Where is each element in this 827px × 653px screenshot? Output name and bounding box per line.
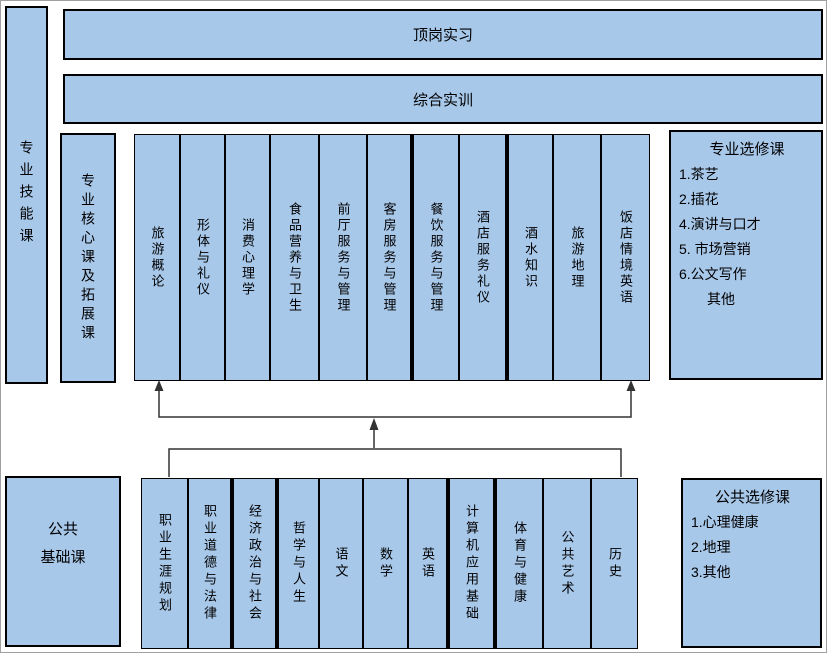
lower-course-column: 体育与健康 [496, 478, 543, 649]
professional-skills-course-label: 专业技能课 [18, 140, 35, 250]
lower-course-column: 公共艺术 [543, 478, 591, 649]
elective-item: 3.其他 [691, 564, 731, 580]
comprehensive-training-label: 综合实训 [412, 91, 473, 109]
upper-course-column: 客房服务与管理 [367, 134, 413, 381]
lower-course-column: 语文 [319, 478, 363, 649]
lower-bracket-line [168, 448, 622, 477]
public-electives-title: 公共选修课 [714, 489, 790, 506]
upper-bracket-line [158, 389, 632, 418]
professional-course-columns: 旅游概论 形体与礼仪 消费心理学 食品营养与卫生 前厅服务与管理 客房服务与管理… [134, 134, 650, 381]
internship-label: 顶岗实习 [412, 27, 473, 44]
elective-item: 1.茶艺 [679, 166, 719, 182]
elective-item: 5. 市场营销 [679, 241, 751, 257]
upper-course-column: 形体与礼仪 [180, 134, 225, 381]
arrow-up-icon [154, 380, 164, 391]
arrow-up-icon [369, 418, 379, 430]
upper-course-column: 前厅服务与管理 [319, 134, 367, 381]
lower-course-column: 经济政治与社会 [233, 478, 278, 649]
lower-course-column: 数学 [363, 478, 408, 649]
public-base-course-label-line1: 公共 [47, 521, 78, 538]
elective-item: 6.公文写作 [679, 266, 747, 282]
lower-course-column: 职业道德与法律 [188, 478, 233, 649]
core-and-extension-course-bar: 专业核心课及拓展课 [60, 133, 116, 383]
public-base-course-box: 公共 基础课 [5, 476, 121, 647]
elective-item: 4.演讲与口才 [679, 216, 761, 232]
upper-course-column: 饭店情境英语 [601, 134, 650, 381]
professional-electives-panel: 专业选修课 1.茶艺 2.插花 4.演讲与口才 5. 市场营销 6.公文写作 其… [669, 130, 823, 380]
lower-course-column: 职业生涯规划 [141, 478, 188, 649]
internship-bar: 顶岗实习 [63, 9, 823, 60]
elective-item: 其他 [679, 291, 735, 307]
elective-item: 1.心理健康 [691, 514, 759, 530]
public-electives-panel: 公共选修课 1.心理健康 2.地理 3.其他 [681, 478, 822, 648]
elective-item: 2.地理 [691, 539, 731, 555]
upper-course-column: 酒店服务礼仪 [459, 134, 508, 381]
professional-electives-title: 专业选修课 [709, 141, 785, 158]
elective-item: 2.插花 [679, 191, 719, 207]
public-course-columns: 职业生涯规划 职业道德与法律 经济政治与社会 哲学与人生 语文 数学 英语 计算… [141, 478, 638, 649]
professional-skills-course-bar: 专业技能课 [5, 6, 48, 384]
public-base-course-label-line2: 基础课 [40, 549, 86, 566]
upper-course-column: 旅游概论 [134, 134, 180, 381]
upper-course-column: 食品营养与卫生 [270, 134, 319, 381]
lower-course-column: 英语 [408, 478, 449, 649]
upper-course-column: 酒水知识 [508, 134, 553, 381]
lower-course-column: 计算机应用基础 [449, 478, 496, 649]
lower-course-column: 历史 [591, 478, 638, 649]
core-and-extension-course-label: 专业核心课及拓展课 [80, 172, 96, 344]
upper-course-column: 餐饮服务与管理 [413, 134, 459, 381]
upper-course-column: 消费心理学 [225, 134, 270, 381]
arrow-up-icon [626, 380, 636, 391]
comprehensive-training-bar: 综合实训 [63, 74, 823, 124]
upper-course-column: 旅游地理 [553, 134, 601, 381]
lower-course-column: 哲学与人生 [278, 478, 319, 649]
